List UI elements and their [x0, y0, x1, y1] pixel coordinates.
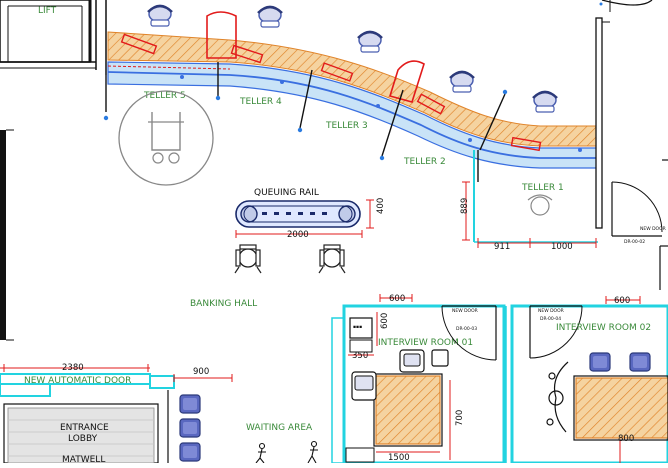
dim-700: 700 — [455, 410, 465, 426]
dim-600-room01: 600 — [389, 294, 405, 304]
door-tag-3: DR-00-04 — [540, 316, 561, 322]
interview-room-01: ▪▪▪ 600 600 350 INTERVIEW ROOM 01 NEW DO… — [331, 294, 506, 465]
left-wall — [0, 129, 14, 341]
door-tag-1: DR-00-02 — [624, 239, 645, 245]
banking-hall-label: BANKING HALL — [190, 299, 257, 309]
teller1-chair — [527, 194, 553, 216]
interview-room-02: NEW DOOR DR-00-04 600 INTERVIEW ROOM 02 … — [505, 296, 668, 465]
teller-partitions — [103, 62, 508, 182]
waiting-area-label: WAITING AREA — [246, 423, 313, 433]
dim-800: 800 — [618, 434, 634, 444]
teller1-label: TELLER 1 — [521, 183, 564, 193]
dim-600-room01-side: 600 — [380, 313, 390, 329]
right-wall: NEW DOOR DR-00-02 — [595, 0, 668, 290]
dim-911: 911 — [494, 242, 510, 252]
hall-chairs — [234, 244, 346, 274]
teller4-label: TELLER 4 — [239, 97, 282, 107]
dim-2000: 2000 — [287, 230, 309, 240]
teller5-label: TELLER 5 — [143, 91, 186, 101]
pedestrian-figures — [255, 440, 318, 464]
entrance-lobby: 2380 NEW AUTOMATIC DOOR 900 ENTRANCE LOB… — [0, 363, 233, 465]
wheelchair-turning-circle — [118, 90, 214, 186]
queuing-rail-label: QUEUING RAIL — [254, 188, 319, 198]
entrance-label-2: LOBBY — [68, 434, 98, 444]
door-tag-2: DR-00-03 — [456, 326, 477, 332]
dim-2380: 2380 — [62, 363, 84, 373]
teller1-dimensions: 889 911 1000 — [460, 150, 598, 252]
dim-400: 400 — [376, 198, 386, 214]
new-door-2-label: NEW DOOR — [452, 308, 478, 314]
interview-room-01-label: INTERVIEW ROOM 01 — [378, 338, 473, 348]
dim-889: 889 — [460, 198, 470, 214]
matwell-label: MATWELL — [62, 455, 105, 463]
teller-counter — [107, 11, 599, 169]
lift-label: LIFT — [38, 6, 57, 16]
teller2-label: TELLER 2 — [403, 157, 446, 167]
queuing-rail: QUEUING RAIL 2000 400 — [235, 188, 386, 240]
teller3-label: TELLER 3 — [325, 121, 368, 131]
dim-900: 900 — [193, 367, 209, 377]
interview-room-02-label: INTERVIEW ROOM 02 — [556, 323, 651, 333]
dim-1500: 1500 — [388, 453, 410, 463]
new-door-3-label: NEW DOOR — [538, 308, 564, 314]
waiting-area-chairs — [179, 394, 201, 462]
new-door-1-label: NEW DOOR — [640, 226, 666, 232]
svg-text:▪▪▪: ▪▪▪ — [353, 325, 362, 330]
lift-shaft: LIFT — [0, 0, 107, 75]
dim-600-room02: 600 — [614, 296, 630, 306]
dim-350: 350 — [352, 351, 368, 361]
automatic-door-label: NEW AUTOMATIC DOOR — [24, 376, 131, 386]
dim-1000: 1000 — [551, 242, 573, 252]
entrance-label-1: ENTRANCE — [60, 423, 109, 433]
